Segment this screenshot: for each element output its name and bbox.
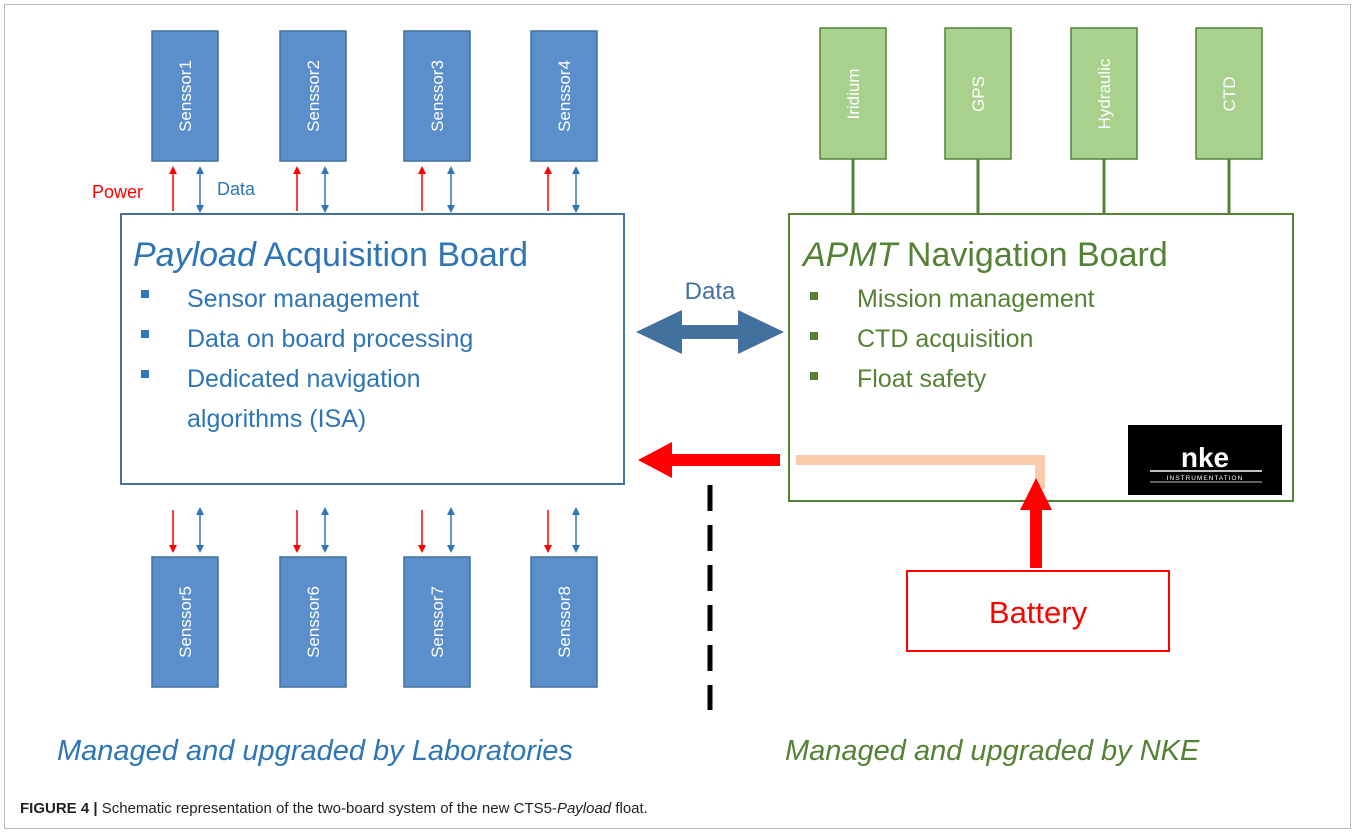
nav-module-group: Iridium GPS Hydraulic CTD xyxy=(819,27,1263,213)
sensor-3-box: Senssor3 xyxy=(403,30,471,162)
ctd-label: CTD xyxy=(1220,77,1239,112)
bottom-sensor-group: Senssor5 Senssor6 Senssor7 Senssor8 xyxy=(151,556,598,688)
sensor-7-box: Senssor7 xyxy=(403,556,471,688)
bullet-square xyxy=(141,290,149,298)
sensor-4-box: Senssor4 xyxy=(530,30,598,162)
sensor-5-box: Senssor5 xyxy=(151,556,219,688)
caption-label: FIGURE 4 | xyxy=(20,800,98,817)
caption-text-end: float. xyxy=(611,800,648,817)
battery-feed-arrow xyxy=(1020,478,1052,568)
sensor-3-label: Senssor3 xyxy=(428,60,447,132)
figure-caption: FIGURE 4 | Schematic representation of t… xyxy=(20,800,648,817)
battery-label: Battery xyxy=(989,595,1088,630)
sensor-2-label: Senssor2 xyxy=(304,60,323,132)
hydraulic-module: Hydraulic xyxy=(1070,27,1138,160)
sensor-8-box: Senssor8 xyxy=(530,556,598,688)
payload-board-title: Payload Acquisition Board xyxy=(133,236,528,274)
sensor-1-box: Senssor1 xyxy=(151,30,219,162)
nav-bullet-3: Float safety xyxy=(857,365,987,393)
laboratories-footer: Managed and upgraded by Laboratories xyxy=(57,735,573,767)
payload-bullet-1: Sensor management xyxy=(187,285,419,313)
bullet-square xyxy=(810,372,818,380)
gps-label: GPS xyxy=(969,76,988,112)
bottom-connection-arrows xyxy=(169,507,580,553)
sensor-6-label: Senssor6 xyxy=(304,586,323,658)
bullet-square xyxy=(141,330,149,338)
nke-logo: nke INSTRUMENTATION xyxy=(1128,425,1282,495)
payload-bullet-3: Dedicated navigation xyxy=(187,365,421,393)
nav-bullet-2: CTD acquisition xyxy=(857,325,1033,353)
sensor-1-label: Senssor1 xyxy=(176,60,195,132)
bullet-square xyxy=(810,292,818,300)
battery-box: Battery xyxy=(906,570,1170,652)
sensor-6-box: Senssor6 xyxy=(279,556,347,688)
top-connection-arrows xyxy=(169,166,580,213)
nav-bullet-1: Mission management xyxy=(857,285,1095,313)
sensor-2-box: Senssor2 xyxy=(279,30,347,162)
data-link-arrow xyxy=(636,310,784,354)
power-label: Power xyxy=(92,182,143,202)
payload-bullet-2: Data on board processing xyxy=(187,325,473,353)
hydraulic-label: Hydraulic xyxy=(1095,58,1114,129)
sensor-4-label: Senssor4 xyxy=(555,60,574,132)
ctd-module: CTD xyxy=(1195,27,1263,160)
apmt-navigation-board: APMT Navigation Board Mission management… xyxy=(788,213,1294,502)
nke-footer: Managed and upgraded by NKE xyxy=(785,735,1200,767)
power-feed-arrow xyxy=(638,442,780,478)
sensor-7-label: Senssor7 xyxy=(428,586,447,658)
bullet-square xyxy=(141,370,149,378)
iridium-module: Iridium xyxy=(819,27,887,160)
logo-text: nke xyxy=(1181,442,1229,473)
payload-bullet-3-cont: algorithms (ISA) xyxy=(187,405,366,433)
schematic-diagram: Senssor1 Senssor2 Senssor3 Senssor4 Powe… xyxy=(57,27,1294,767)
data-label: Data xyxy=(217,179,256,199)
logo-subtext: INSTRUMENTATION xyxy=(1167,475,1244,482)
figure-frame xyxy=(4,4,1351,829)
top-sensor-group: Senssor1 Senssor2 Senssor3 Senssor4 xyxy=(151,30,598,162)
caption-text: Schematic representation of the two-boar… xyxy=(97,800,557,817)
gps-module: GPS xyxy=(944,27,1012,160)
data-link-label: Data xyxy=(685,278,736,305)
caption-emphasis: Payload xyxy=(556,800,612,817)
payload-acquisition-board: Payload Acquisition Board Sensor managem… xyxy=(120,213,625,485)
sensor-5-label: Senssor5 xyxy=(176,586,195,658)
internal-power-path xyxy=(796,455,1045,489)
bullet-square xyxy=(810,332,818,340)
nav-board-title: APMT Navigation Board xyxy=(801,236,1168,274)
sensor-8-label: Senssor8 xyxy=(555,586,574,658)
iridium-label: Iridium xyxy=(844,68,863,119)
